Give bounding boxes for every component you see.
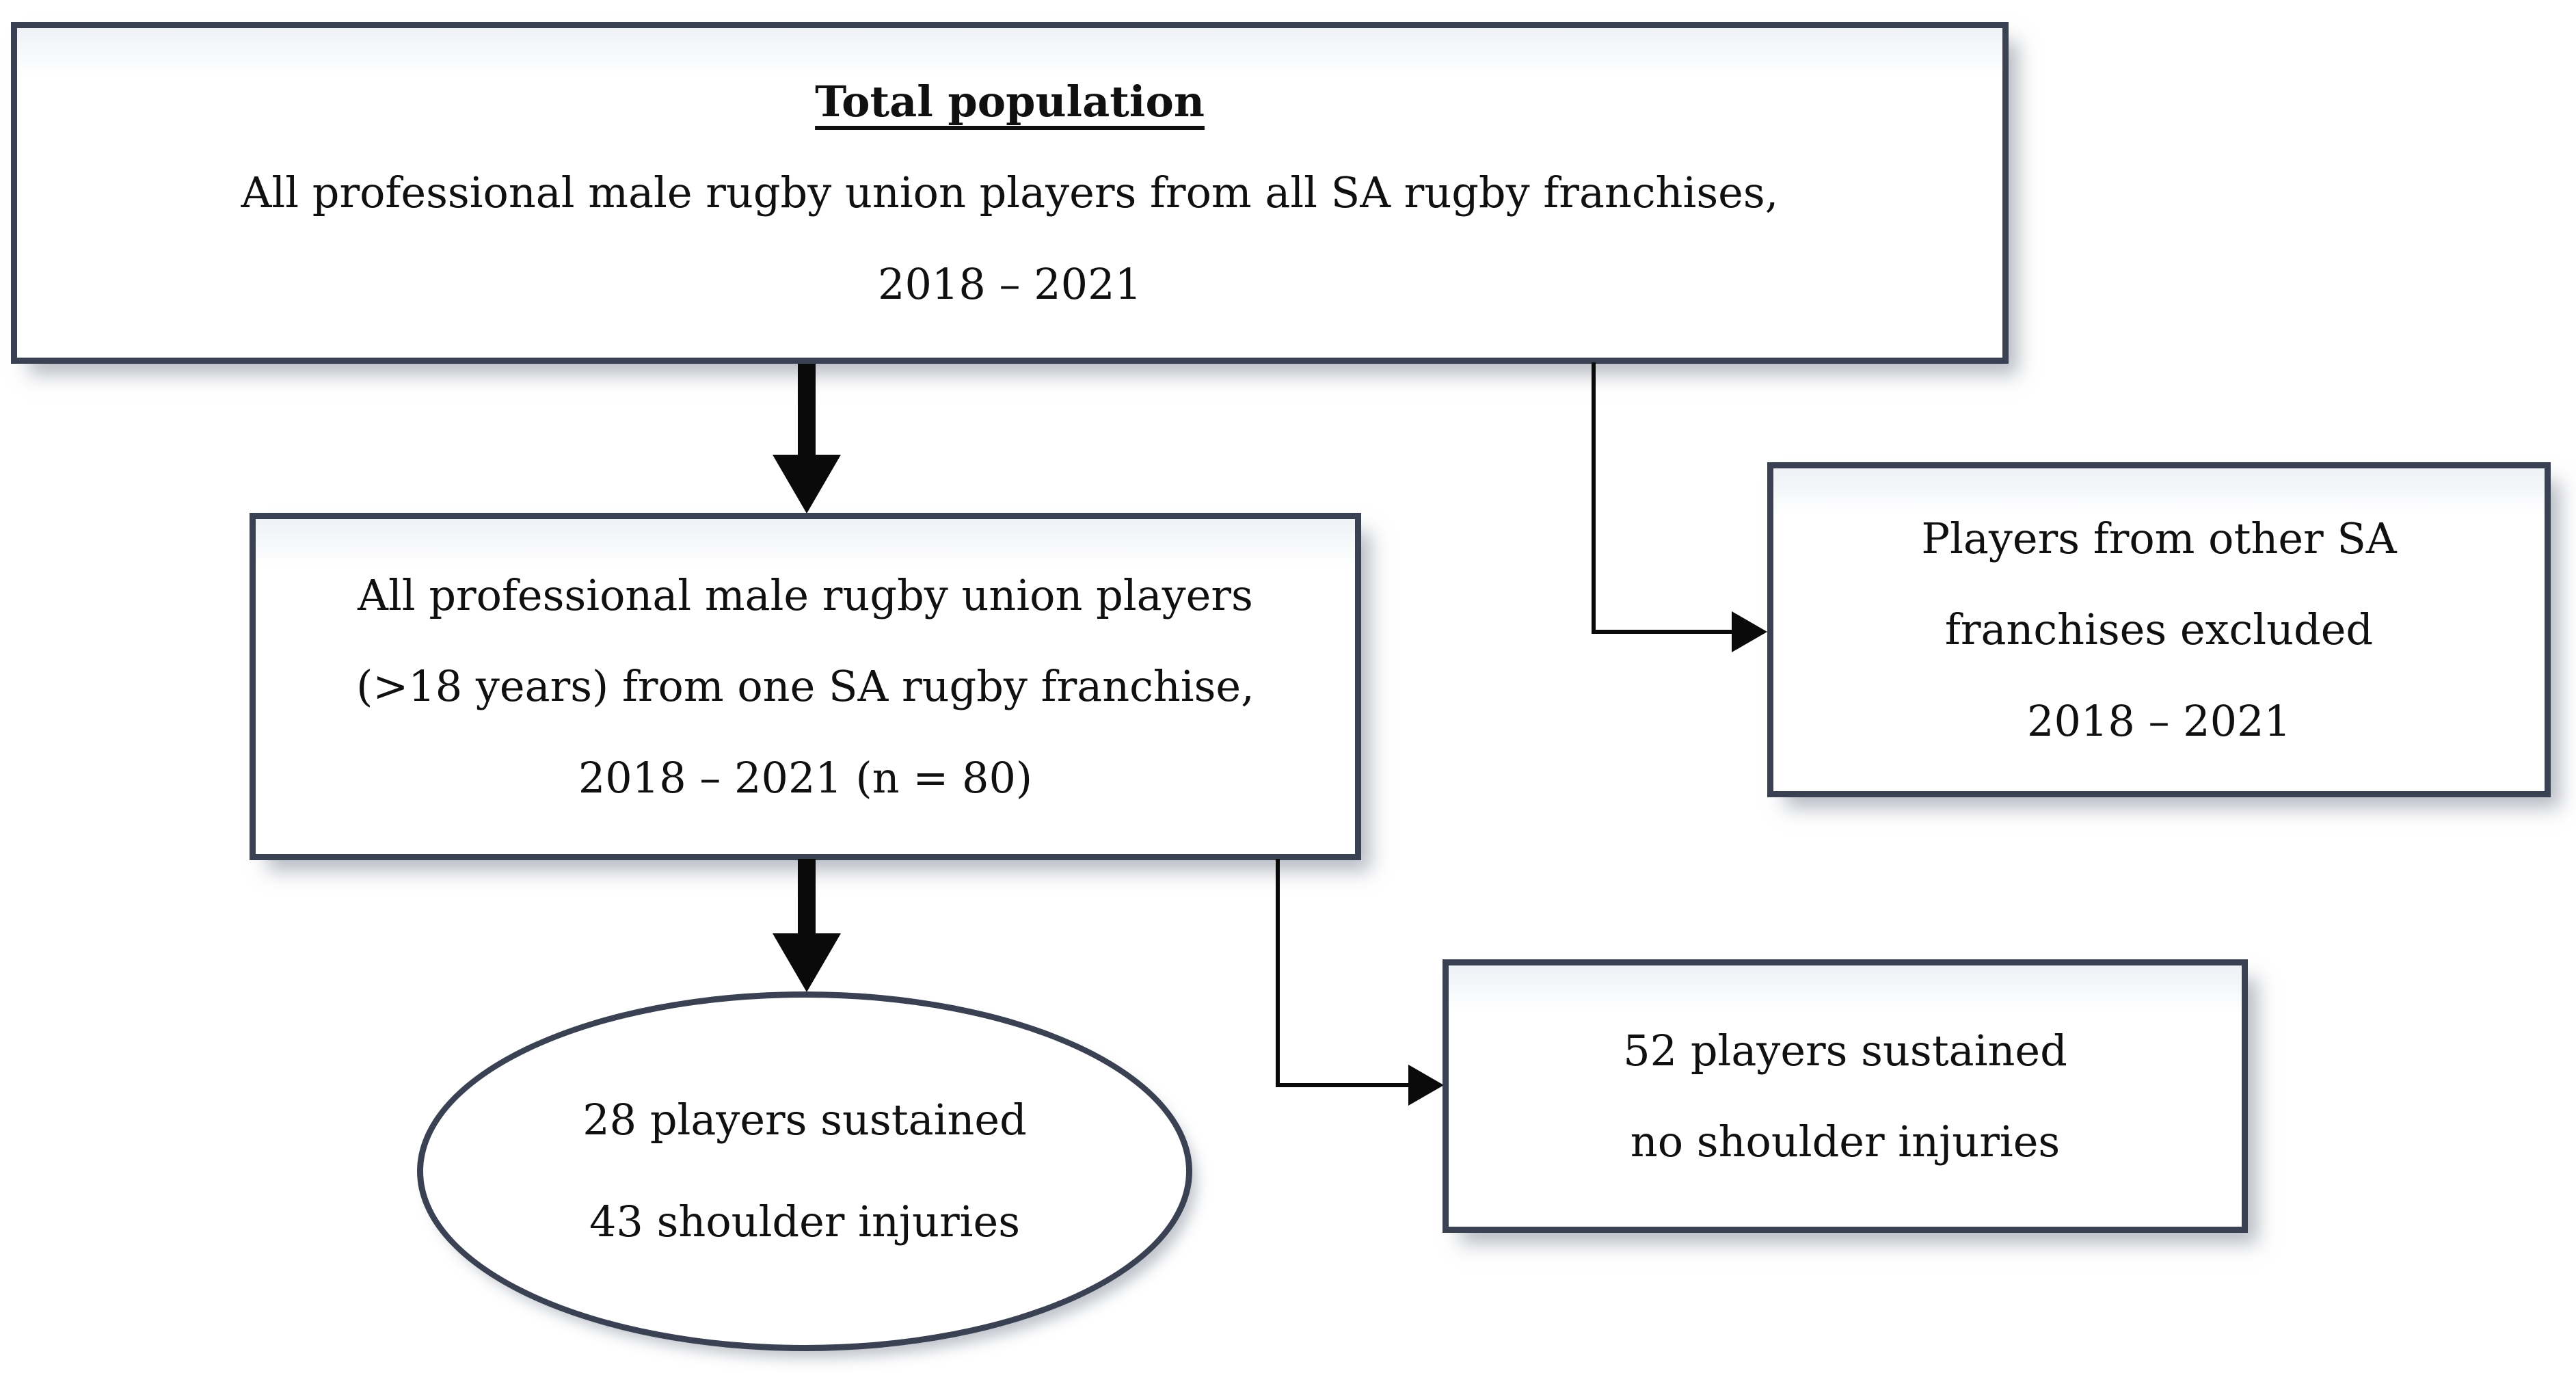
down-arrow-icon — [773, 933, 841, 992]
one-franchise-box: All professional male rugby union player… — [250, 513, 1361, 860]
total-population-line: All professional male rugby union player… — [241, 168, 1779, 218]
connector-total-to-excluded-horizontal — [1592, 630, 1733, 634]
excluded-players-box: Players from other SA franchises exclude… — [1767, 462, 2551, 797]
injured-players-line: 43 shoulder injuries — [589, 1197, 1021, 1247]
one-franchise-line: All professional male rugby union player… — [358, 570, 1253, 621]
connector-franchise-to-noinjury-vertical — [1276, 859, 1280, 1087]
right-arrow-icon — [1732, 611, 1767, 652]
right-arrow-icon — [1408, 1065, 1444, 1106]
injured-players-line: 28 players sustained — [582, 1095, 1027, 1145]
one-franchise-sample-size: 2018 – 2021 (n = 80) — [578, 752, 1033, 803]
injured-players-ellipse: 28 players sustained 43 shoulder injurie… — [417, 991, 1192, 1351]
total-population-years: 2018 – 2021 — [878, 258, 1142, 309]
no-injuries-box: 52 players sustained no shoulder injurie… — [1443, 959, 2248, 1233]
down-arrow-icon — [773, 455, 841, 514]
connector-total-to-excluded-vertical — [1592, 362, 1596, 634]
total-population-box: Total population All professional male r… — [11, 22, 2009, 364]
total-population-title: Total population — [815, 77, 1205, 127]
connector-franchise-to-noinjury-horizontal — [1276, 1083, 1410, 1087]
down-arrow-stem — [798, 859, 816, 934]
excluded-players-years: 2018 – 2021 — [2027, 695, 2291, 746]
down-arrow-stem — [798, 364, 816, 455]
no-injuries-line: no shoulder injuries — [1630, 1117, 2061, 1167]
no-injuries-line: 52 players sustained — [1623, 1025, 2067, 1076]
excluded-players-line: franchises excluded — [1944, 604, 2374, 655]
one-franchise-line: (>18 years) from one SA rugby franchise, — [356, 661, 1255, 712]
excluded-players-line: Players from other SA — [1921, 514, 2397, 564]
